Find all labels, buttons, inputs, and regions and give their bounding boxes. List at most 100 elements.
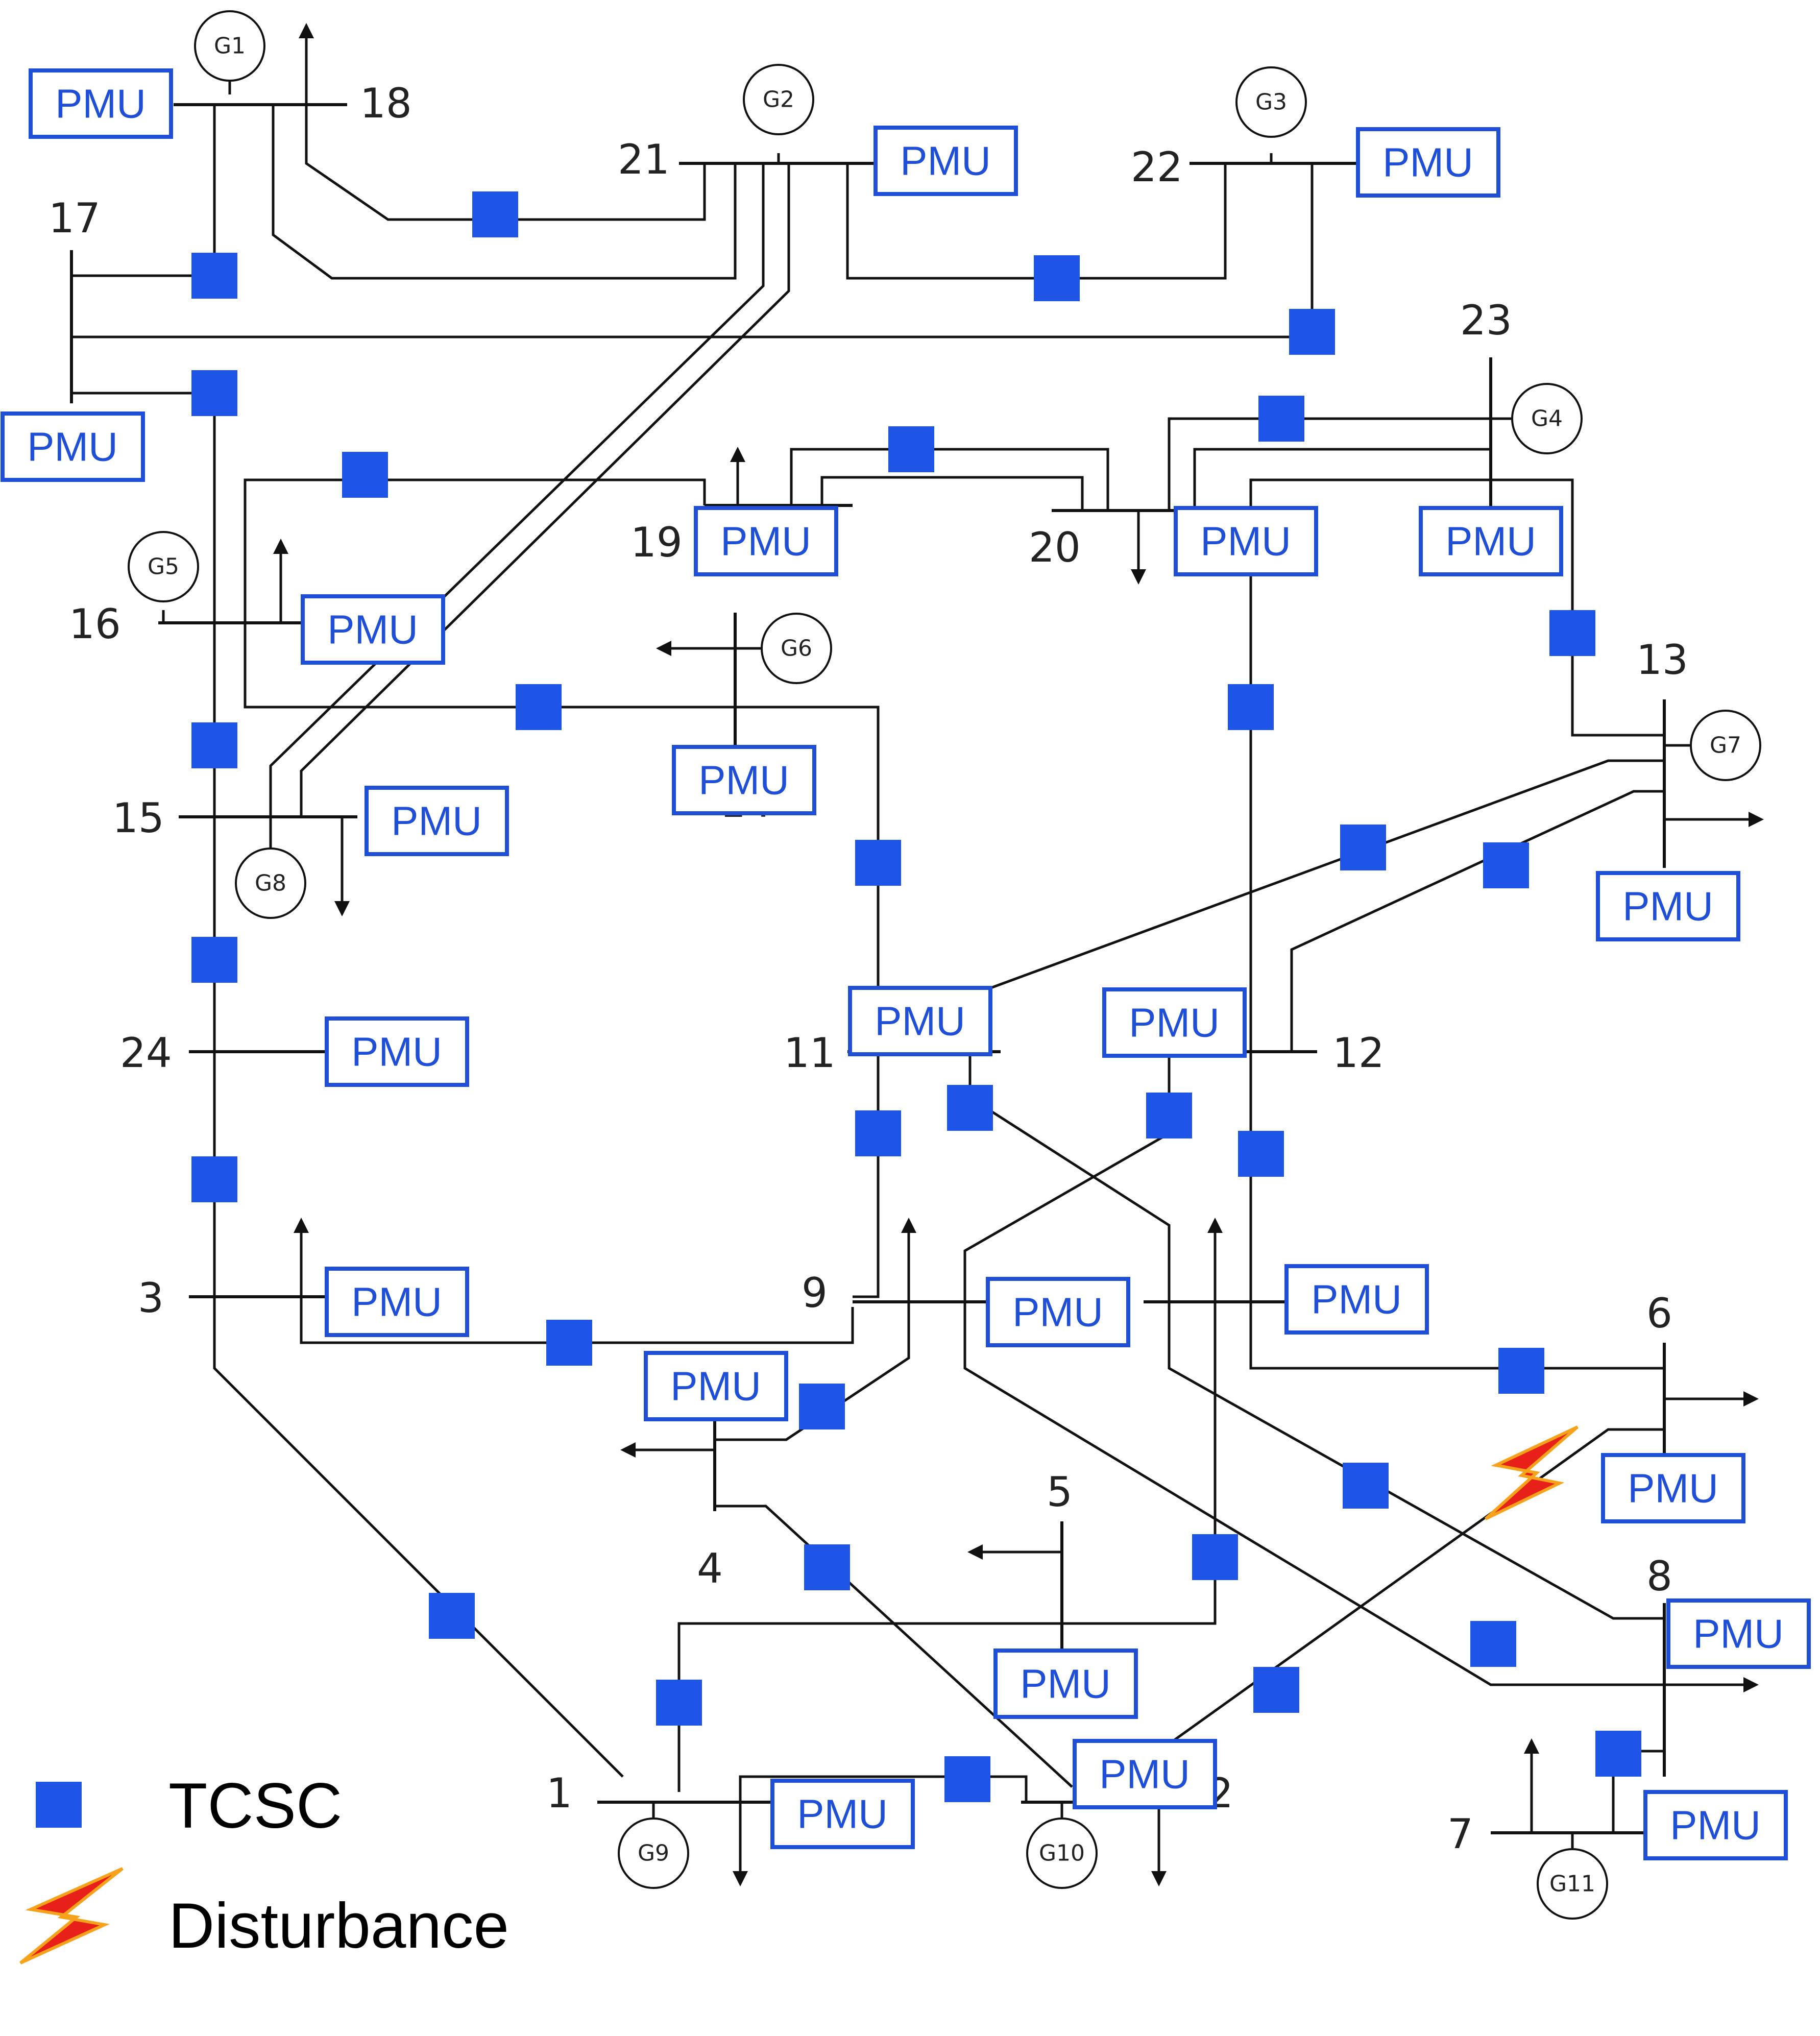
tcsc-device [1228,684,1274,730]
line-1-2 [739,1775,1028,1802]
tcsc-device [516,684,562,730]
pmu-box-bus-10: PMU [1284,1264,1429,1335]
pmu-box-bus-12: PMU [1102,987,1247,1058]
tcsc-device [1595,1731,1641,1777]
pmu-label: PMU [1445,519,1536,564]
pmu-box-bus-14: PMU [672,745,816,815]
tcsc-device [1498,1348,1544,1394]
bus-label-24: 24 [120,1029,172,1077]
bus-label-6: 6 [1646,1290,1672,1337]
legend-tcsc-label: TCSC [168,1771,342,1841]
tcsc-device [1034,255,1080,301]
tcsc-device [1470,1621,1516,1667]
pmu-label: PMU [27,424,118,470]
legend-tcsc-swatch [36,1782,82,1828]
line-13-12 [1290,790,1664,1052]
tcsc-device [1340,825,1386,870]
generator-g5: G5 [128,531,199,602]
pmu-box-bus-24: PMU [325,1016,469,1087]
bus-label-7: 7 [1447,1810,1473,1858]
pmu-box-bus-8: PMU [1666,1598,1811,1669]
pmu-label: PMU [1622,884,1713,929]
tcsc-device [472,191,518,237]
pmu-box-bus-3: PMU [325,1267,469,1337]
disturbance-lightning-icon [1484,1425,1579,1520]
line-17-16-3-1 [71,392,624,1778]
generator-label: G2 [763,87,794,113]
tcsc-device [1258,396,1304,442]
pmu-box-bus-7: PMU [1643,1790,1788,1860]
pmu-label: PMU [351,1029,442,1075]
pmu-box-bus-16: PMU [301,594,445,665]
bus-label-1: 1 [546,1770,572,1817]
generator-g4: G4 [1511,383,1583,454]
pmu-label: PMU [1628,1466,1718,1511]
bus-label-9: 9 [802,1269,828,1317]
pmu-box-bus-18: PMU [29,68,173,139]
tcsc-device [342,452,388,498]
tcsc-device [429,1593,475,1639]
generator-label: G5 [148,554,179,580]
bus-label-22: 22 [1131,143,1183,191]
line-6-2 [1122,1428,1664,1792]
pmu-label: PMU [875,999,965,1044]
tcsc-device [546,1320,592,1366]
line-21-15b [300,163,790,817]
pmu-label: PMU [698,758,789,803]
tcsc-device [191,937,237,983]
pmu-box-bus-20: PMU [1174,506,1318,576]
generator-label: G11 [1549,1871,1595,1897]
generator-label: G4 [1531,406,1563,432]
generator-label: G3 [1255,89,1287,115]
tcsc-devices [191,191,1641,1802]
tcsc-device [855,840,901,886]
pmu-label: PMU [670,1364,761,1409]
line-19-20b [820,476,1084,511]
line-21-15a [269,163,765,817]
pmu-label: PMU [1382,140,1473,185]
tcsc-device [1343,1463,1389,1509]
bus-label-17: 17 [48,195,101,242]
tcsc-device [855,1110,901,1156]
generator-g3: G3 [1235,66,1307,138]
pmu-label: PMU [1693,1611,1784,1657]
line-23-20a [1168,417,1511,511]
bus-label-23: 23 [1460,297,1512,344]
pmu-box-bus-17: PMU [1,411,145,482]
pmu-box-bus-22: PMU [1356,127,1500,198]
generator-label: G10 [1039,1840,1085,1867]
pmu-boxes: PMU PMU PMU PMU PMU PMU PMU PMU PMU PMU … [1,68,1811,1860]
bus-label-19: 19 [630,519,683,566]
line-19-20a [790,448,1109,511]
line-11-9 [853,1052,880,1298]
line-4-2 [715,1505,1073,1788]
bus-label-11: 11 [784,1029,836,1077]
tcsc-device [191,253,237,299]
pmu-box-bus-23: PMU [1419,506,1563,576]
line-23-13 [1249,478,1664,737]
line-13-11 [968,759,1664,1052]
bus-label-13: 13 [1636,636,1688,684]
bus-label-4: 4 [697,1545,723,1592]
generator-g9: G9 [618,1817,689,1889]
pmu-box-bus-11: PMU [848,986,992,1056]
generator-g2: G2 [743,64,814,135]
bus-label-5: 5 [1047,1468,1073,1516]
pmu-label: PMU [1012,1290,1103,1335]
tcsc-device [191,1156,237,1202]
tcsc-device [804,1544,850,1590]
line-23-20b [1193,448,1491,511]
generator-label: G6 [781,636,812,662]
pmu-label: PMU [1200,519,1291,564]
pmu-box-bus-2: PMU [1073,1739,1217,1809]
pmu-box-bus-15: PMU [365,786,509,856]
pmu-box-bus-5: PMU [993,1649,1138,1719]
tcsc-device [944,1756,990,1802]
pmu-label: PMU [391,798,482,844]
generator-g10: G10 [1026,1817,1098,1889]
bus-label-20: 20 [1029,524,1081,571]
generator-g6: G6 [761,613,832,684]
pmu-box-bus-4: PMU [644,1351,788,1421]
generator-label: G8 [255,870,286,896]
